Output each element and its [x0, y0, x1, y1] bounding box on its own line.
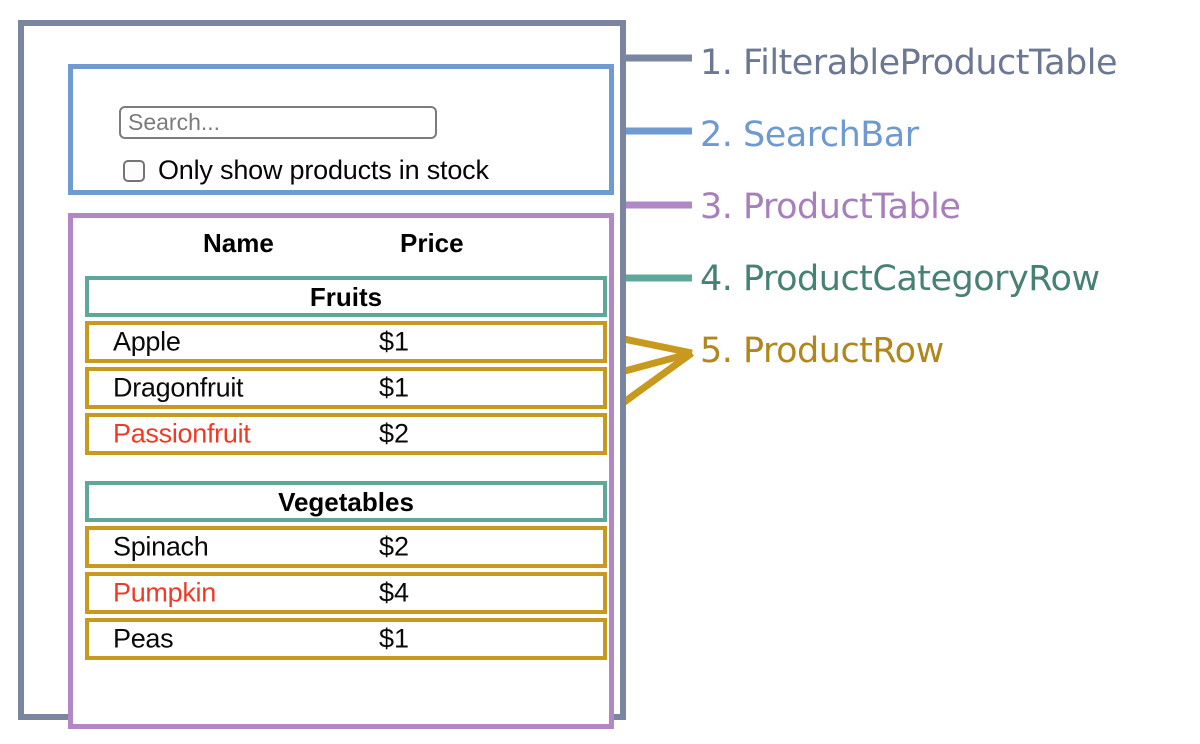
product-table-header: Name Price — [73, 228, 609, 268]
product-name: Apple — [113, 326, 181, 357]
product-name: Passionfruit — [113, 418, 251, 449]
product-name: Pumpkin — [113, 577, 216, 608]
legend-item-product-category-row: 4. ProductCategoryRow — [700, 259, 1100, 299]
product-row: Peas $1 — [85, 618, 607, 660]
product-name: Dragonfruit — [113, 372, 244, 403]
product-price: $1 — [379, 372, 410, 403]
category-label: Vegetables — [278, 486, 414, 517]
product-category-row: Vegetables — [85, 481, 607, 522]
filterable-product-table-frame: Search... Only show products in stock Na… — [18, 20, 626, 729]
product-table-rows: Fruits Apple $1 Dragonfruit $1 Passionfr… — [85, 276, 607, 664]
checkbox-icon[interactable] — [123, 159, 145, 182]
product-price: $1 — [379, 623, 410, 654]
product-price: $2 — [379, 531, 410, 562]
column-header-name: Name — [203, 228, 274, 258]
in-stock-filter[interactable]: Only show products in stock — [123, 155, 489, 186]
legend-item-search-bar: 2. SearchBar — [700, 115, 919, 155]
product-row: Passionfruit $2 — [85, 413, 607, 455]
search-bar-frame: Search... Only show products in stock — [68, 64, 614, 195]
legend-item-product-table: 3. ProductTable — [700, 187, 961, 227]
product-price: $1 — [379, 326, 410, 357]
legend-item-filterable-product-table: 1. FilterableProductTable — [700, 43, 1118, 83]
section-gap — [85, 459, 607, 481]
category-label: Fruits — [309, 281, 383, 312]
product-name: Spinach — [113, 531, 209, 562]
in-stock-checkbox-label[interactable]: Only show products in stock — [158, 155, 489, 185]
product-table-frame: Name Price Fruits Apple $1 Dragonfruit $… — [68, 213, 614, 729]
product-price: $2 — [379, 418, 410, 449]
product-category-row: Fruits — [85, 276, 607, 317]
product-price: $4 — [379, 577, 410, 608]
legend-item-product-row: 5. ProductRow — [700, 331, 944, 371]
search-input[interactable]: Search... — [119, 106, 437, 139]
product-row: Spinach $2 — [85, 526, 607, 568]
column-header-price: Price — [400, 228, 464, 258]
product-name: Peas — [113, 623, 174, 654]
product-row: Pumpkin $4 — [85, 572, 607, 614]
product-row: Dragonfruit $1 — [85, 367, 607, 409]
product-row: Apple $1 — [85, 321, 607, 363]
